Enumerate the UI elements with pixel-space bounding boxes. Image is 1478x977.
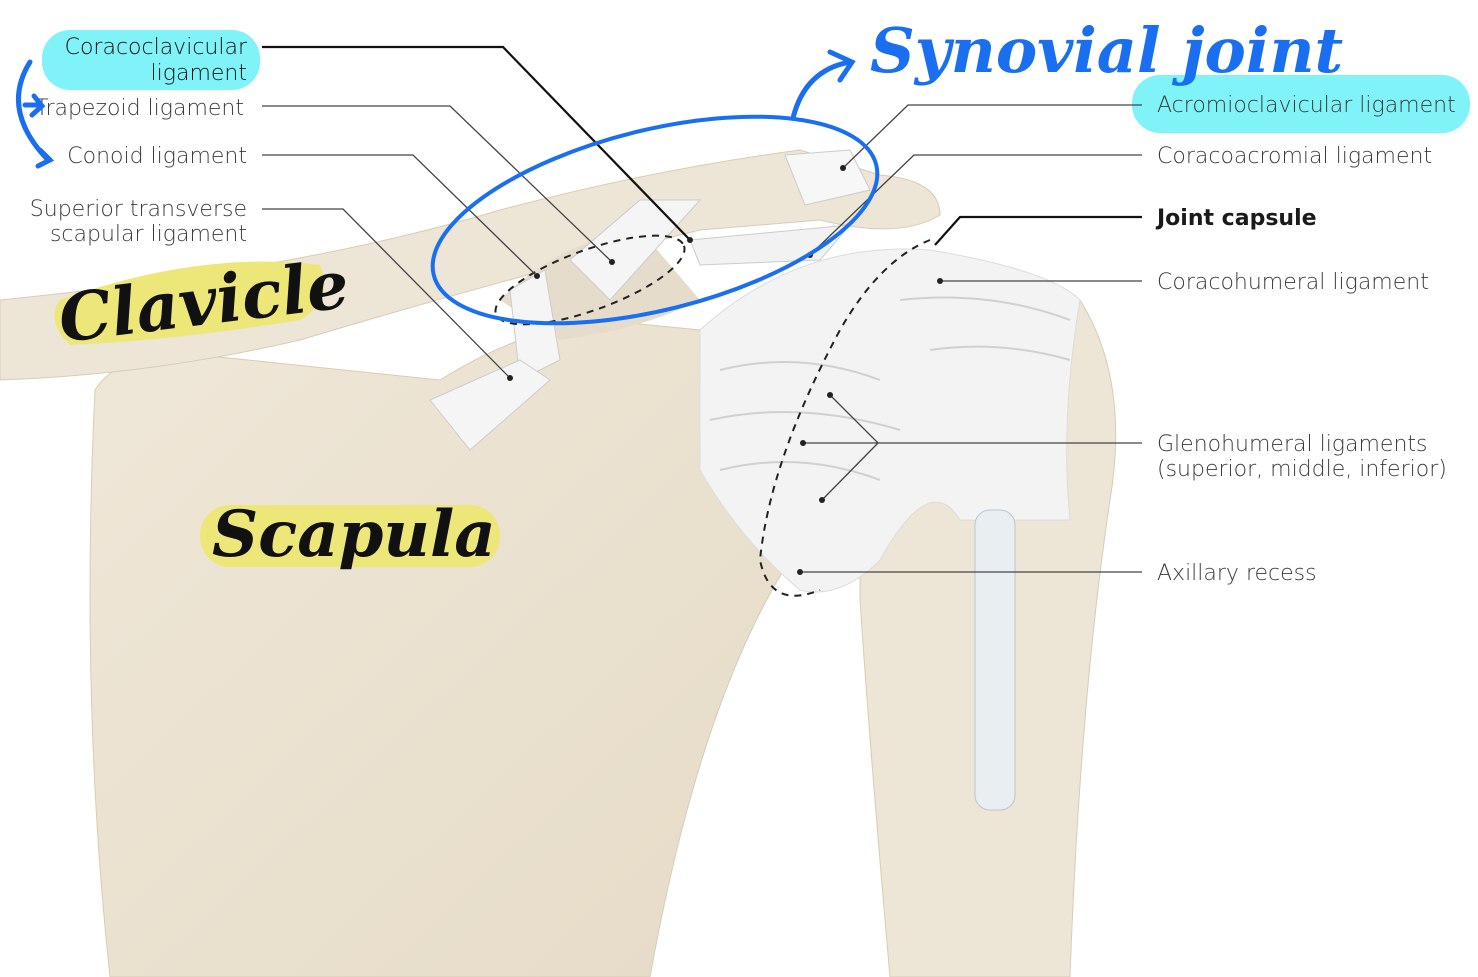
bracket-arrow-icon: [15, 59, 55, 169]
label-coracohumeral: Coracohumeral ligament: [1157, 270, 1429, 295]
label-glenohumeral-line2: (superior, middle, inferior): [1157, 457, 1447, 482]
highlight-scapula: [200, 505, 500, 567]
label-coracoclavicular-line2: ligament: [151, 61, 247, 86]
label-trapezoid: Trapezoid ligament: [35, 96, 244, 121]
label-coracoacromial: Coracoacromial ligament: [1157, 144, 1432, 169]
label-superior-transverse-line1: Superior transverse: [30, 197, 247, 222]
trapezoid-ligament: [569, 199, 702, 301]
label-acromioclavicular: Acromioclavicular ligament: [1157, 93, 1456, 118]
scapula-bone: [89, 319, 791, 977]
label-conoid: Conoid ligament: [67, 144, 247, 169]
annotation-scapula: Scapula: [212, 497, 496, 572]
label-joint-capsule: Joint capsule: [1155, 206, 1317, 231]
label-superior-transverse-line2: scapular ligament: [50, 222, 247, 247]
highlight-coracoclavicular: [42, 30, 260, 90]
joint-capsule: [699, 248, 1081, 593]
conoid-ligament: [509, 269, 561, 381]
superior-transverse-ligament: [429, 359, 551, 451]
label-coracoclavicular-line1: Coracoclavicular: [65, 35, 248, 60]
highlight-acromioclavicular: [1132, 75, 1470, 133]
label-axillary-recess: Axillary recess: [1157, 561, 1317, 586]
acromioclavicular-ligament: [784, 149, 871, 206]
annotation-synovial-joint: Synovial joint: [870, 14, 1344, 87]
highlight-clavicle: [54, 261, 325, 345]
synovial-arrow-icon: [790, 49, 856, 121]
synovial-joint-circle: [430, 114, 880, 326]
biceps-tendon: [974, 509, 1016, 811]
label-glenohumeral-line1: Glenohumeral ligaments: [1157, 432, 1428, 457]
